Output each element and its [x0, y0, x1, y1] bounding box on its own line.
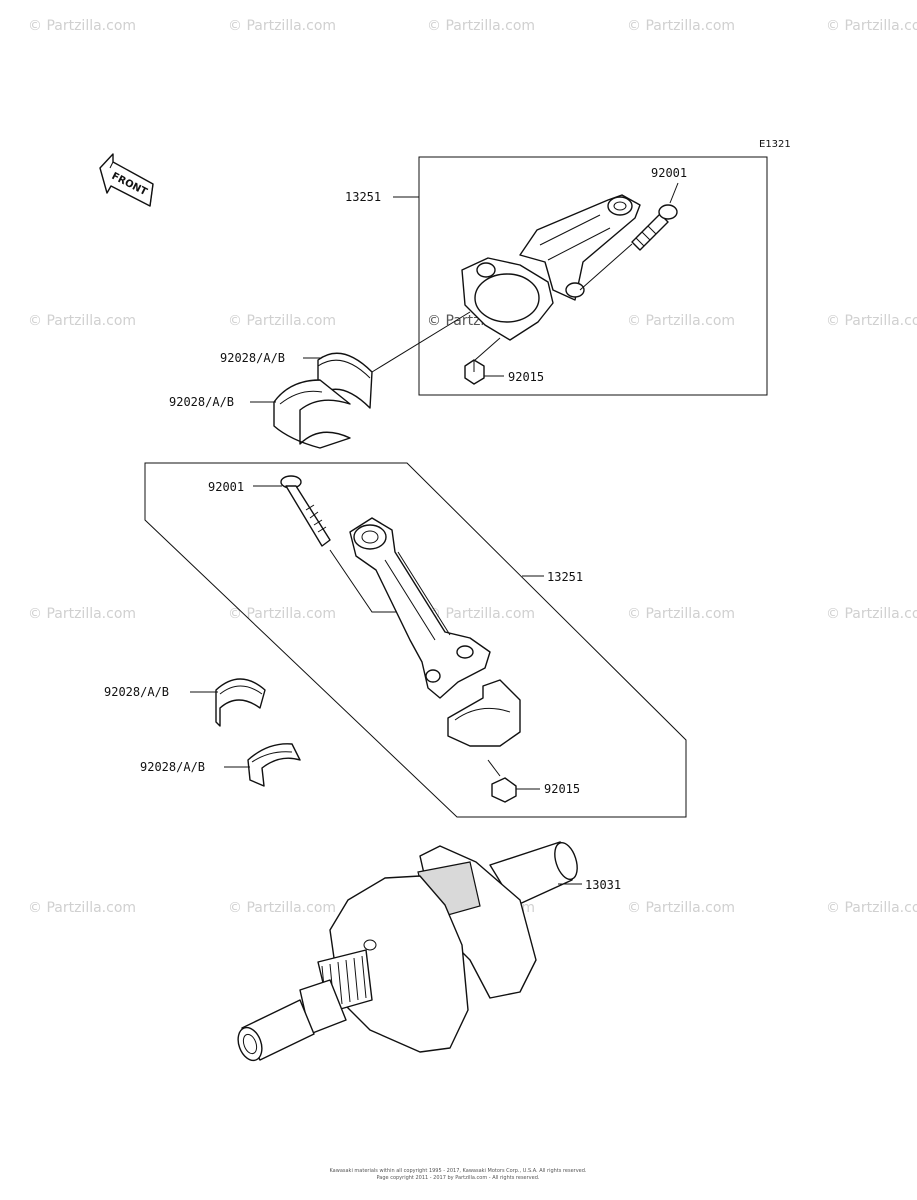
bearing-shell-lower-1: [215, 678, 266, 727]
copyright-line-2: Page copyright 2011 - 2017 by Partzilla.…: [377, 1175, 540, 1181]
watermark-text: © Partzilla.com: [627, 18, 735, 34]
nut-lower: [491, 777, 517, 803]
watermark-text: © Partzilla.com: [28, 313, 136, 329]
watermark-grid: © Partzilla.com © Partzilla.com © Partzi…: [28, 18, 917, 916]
bearing-shell-upper-2: [273, 379, 351, 449]
front-arrow-icon: FRONT: [99, 153, 154, 207]
watermark-text: © Partzilla.com: [427, 606, 535, 622]
watermark-text: © Partzilla.com: [826, 18, 917, 34]
bearing-shell-lower-2: [247, 743, 301, 787]
label-bearing-upper-1: 92028/A/B: [220, 351, 285, 365]
label-conrod-upper: 13251: [345, 190, 381, 204]
watermark-text: © Partzilla.com: [228, 313, 336, 329]
connecting-rod-lower: [349, 517, 491, 699]
watermark-text: © Partzilla.com: [427, 18, 535, 34]
watermark-text: © Partzilla.com: [228, 606, 336, 622]
label-bearing-lower-2: 92028/A/B: [140, 760, 205, 774]
watermark-text: © Partzilla.com: [28, 900, 136, 916]
upper-group-frame: [418, 156, 768, 396]
label-conrod-lower: 13251: [547, 570, 583, 584]
watermark-text: © Partzilla.com: [627, 606, 735, 622]
bolt-upper: [631, 204, 678, 251]
label-bolt-upper: 92001: [651, 166, 687, 180]
bolt-lower: [280, 475, 331, 547]
label-bearing-upper-2: 92028/A/B: [169, 395, 234, 409]
label-bearing-lower-1: 92028/A/B: [104, 685, 169, 699]
diagram-ref-code: E1321: [759, 139, 791, 150]
label-nut-upper: 92015: [508, 370, 544, 384]
label-bolt-lower: 92001: [208, 480, 244, 494]
watermark-text: © Partzilla.com: [627, 313, 735, 329]
nut-upper: [464, 359, 485, 385]
watermark-text: © Partzilla.com: [228, 900, 336, 916]
watermark-text: © Partzilla.com: [28, 18, 136, 34]
watermark-text: © Partzilla.com: [826, 313, 917, 329]
copyright-line-1: Kawasaki materials within all copyright …: [329, 1168, 586, 1174]
watermark-text: © Partzilla.com: [826, 606, 917, 622]
watermark-text: © Partzilla.com: [826, 900, 917, 916]
lower-group-frame: [144, 462, 687, 818]
watermark-text: © Partzilla.com: [28, 606, 136, 622]
crankshaft: [237, 841, 578, 1062]
label-crankshaft: 13031: [585, 878, 621, 892]
connecting-rod-upper: [461, 194, 641, 341]
connecting-rod-cap-lower: [447, 679, 521, 747]
watermark-text: © Partzilla.com: [627, 900, 735, 916]
label-nut-lower: 92015: [544, 782, 580, 796]
watermark-text: © Partzilla.com: [228, 18, 336, 34]
